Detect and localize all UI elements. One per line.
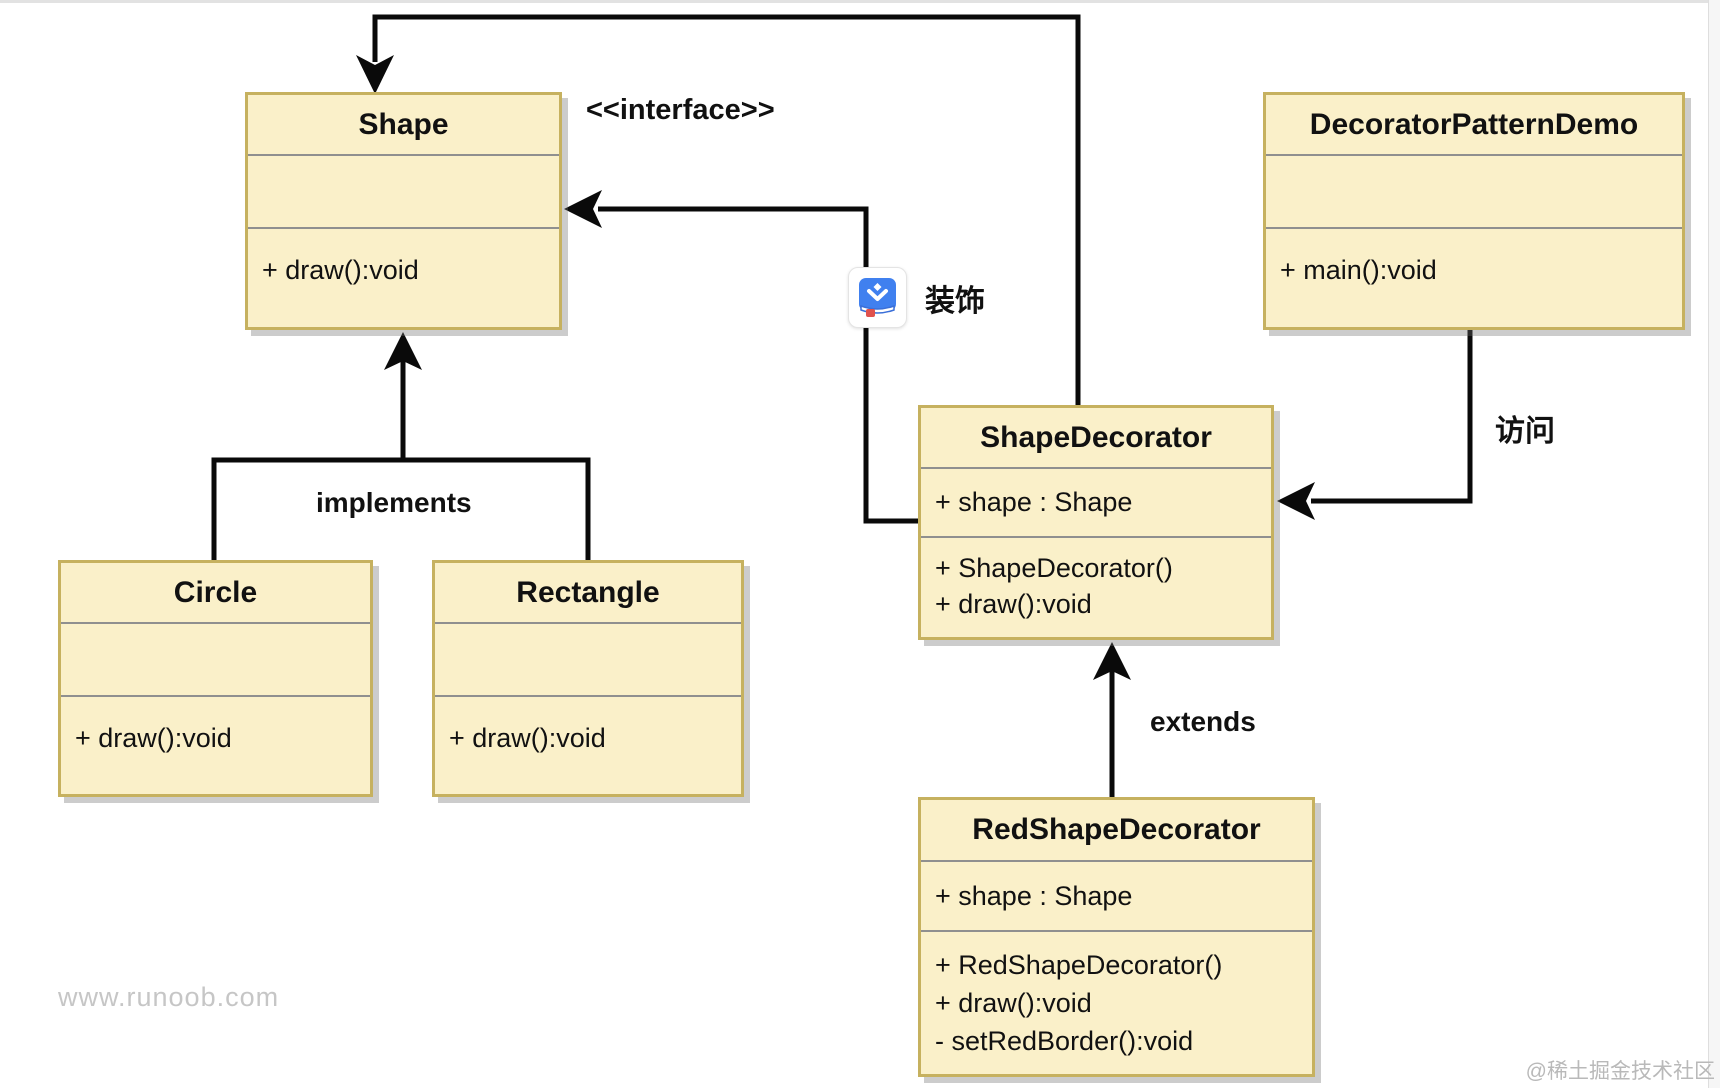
class-box-circle: Circle + draw():void <box>58 560 373 797</box>
decorate-label: 装饰 <box>925 285 985 318</box>
class-box-redshapedecorator: RedShapeDecorator + shape : Shape + RedS… <box>918 797 1315 1077</box>
blue-book-icon <box>859 278 896 317</box>
class-box-shapedecorator: ShapeDecorator + shape : Shape + ShapeDe… <box>918 405 1274 640</box>
watermark-juejin-community: @稀土掘金技术社区 <box>1525 1060 1715 1083</box>
connector-shapedecorator-to-shape-right <box>564 190 918 524</box>
class-box-rectangle: Rectangle + draw():void <box>432 560 744 797</box>
class-attribute: + shape : Shape <box>935 880 1133 911</box>
class-method: + ShapeDecorator() <box>935 553 1173 583</box>
class-method: - setRedBorder():void <box>935 1026 1194 1056</box>
class-method: + main():void <box>1280 255 1437 285</box>
class-title: ShapeDecorator <box>921 408 1271 469</box>
class-title: DecoratorPatternDemo <box>1266 95 1682 156</box>
class-method: + draw():void <box>262 255 419 285</box>
class-title: Rectangle <box>435 563 741 624</box>
class-attributes-empty <box>248 156 559 229</box>
class-method: + draw():void <box>75 723 232 753</box>
class-title: Circle <box>61 563 370 624</box>
class-title: RedShapeDecorator <box>921 800 1312 862</box>
class-method: + draw():void <box>935 988 1092 1018</box>
class-method: + draw():void <box>449 723 606 753</box>
class-attributes-empty <box>435 624 741 697</box>
page-right-gutter <box>1708 0 1720 1088</box>
access-label: 访问 <box>1495 415 1555 448</box>
class-box-shape: Shape + draw():void <box>245 92 562 330</box>
watermark-runoob: www.runoob.com <box>58 982 280 1012</box>
class-box-decoratorpatterndemo: DecoratorPatternDemo + main():void <box>1263 92 1685 330</box>
decorate-book-icon <box>848 267 907 328</box>
connector-implements <box>211 332 591 560</box>
connector-extends <box>1093 642 1131 797</box>
class-attribute: + shape : Shape <box>935 487 1133 517</box>
class-attributes-empty <box>1266 156 1682 229</box>
interface-stereotype-label: <<interface>> <box>586 94 775 126</box>
connector-shapedecorator-to-shape-top <box>356 14 1081 405</box>
class-attributes-empty <box>61 624 370 697</box>
page-top-edge <box>0 0 1720 3</box>
connector-access <box>1277 330 1473 520</box>
extends-label: extends <box>1150 706 1256 737</box>
implements-label: implements <box>316 487 472 518</box>
class-title: Shape <box>248 95 559 156</box>
class-method: + draw():void <box>935 589 1092 619</box>
class-method: + RedShapeDecorator() <box>935 950 1223 980</box>
